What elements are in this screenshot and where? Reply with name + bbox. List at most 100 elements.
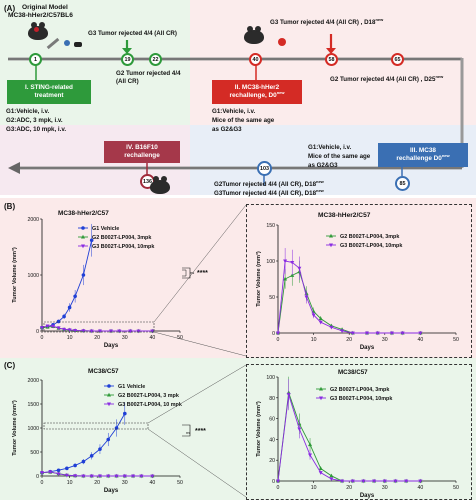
c-left-legend-label: G3 B002T-LP004, 10 mpk <box>118 402 182 408</box>
c-right-x-tick-label: 50 <box>453 485 459 491</box>
b-right-data-point <box>340 329 345 334</box>
timeline-node-85: 85 <box>395 176 410 191</box>
b-left-data-point <box>51 324 56 329</box>
b-left-data-point <box>81 273 86 277</box>
c-ns-label: ns <box>186 430 190 435</box>
c-left-data-point <box>98 447 102 451</box>
rechallenge-mc38-box: III. MC38 rechallenge D0new <box>378 143 468 167</box>
c-right-data-point <box>329 473 334 478</box>
rechallenge-b16f10-box: IV. B16F10 rechallenge <box>104 141 180 163</box>
mid-group-line2: Mice of the same age <box>212 117 275 124</box>
c-right-data-point <box>350 479 355 484</box>
b-right-x-tick-label: 10 <box>311 337 317 343</box>
b-right-data-point <box>297 266 302 271</box>
c-right-y-tick-label: 0 <box>272 479 275 485</box>
g2-rejected-right: G2 Tumor rejected 4/4 (All CR) , D25new <box>330 74 444 84</box>
groups-line2: G2:ADC, 3 mpk, i.v. <box>6 117 63 124</box>
c-stars-label: **** <box>195 428 206 435</box>
b-left-legend-marker <box>81 226 85 230</box>
rechallenge2-line2: rechallenge, D0new <box>229 90 285 100</box>
right-group-line1: G1:Vehicle, i.v. <box>308 144 352 151</box>
c-zoom-connector <box>147 428 247 498</box>
sting-treatment-box: I. STING-related treatment <box>7 80 91 104</box>
b-left-data-point <box>56 319 61 324</box>
bottom-rejected-line1: G2Tumor rejected 4/4 (All CR), D18new <box>214 179 324 189</box>
b-left-y-tick-label: 0 <box>36 329 39 335</box>
c-left-data-point <box>106 474 111 479</box>
c-right-y-tick-label: 100 <box>266 375 275 381</box>
b-left-data-point <box>89 238 94 243</box>
molecule-icon <box>64 40 70 46</box>
c-right-data-point <box>297 427 302 432</box>
c-right-data-point <box>393 479 398 484</box>
b-left-x-axis-label: Days <box>104 343 119 349</box>
timeline-node-1: 1 <box>29 53 42 66</box>
mouse-icon <box>28 22 48 40</box>
b-right-data-point <box>283 259 288 264</box>
c-zoom-region <box>43 422 149 430</box>
b-left-data-point <box>128 329 133 334</box>
panel-c-left-title: MC38/C57 <box>88 368 119 375</box>
c-left-data-point <box>89 474 94 479</box>
c-right-legend-label: G3 B002T-LP004, 10mpk <box>330 396 392 402</box>
b-right-y-axis-label: Tumor Volume (mm³) <box>255 251 262 307</box>
c-right-data-point <box>404 479 409 484</box>
b-left-data-point <box>62 314 66 319</box>
b-right-x-axis-label: Days <box>360 345 375 351</box>
g2-rejected-line1: G2 Tumor rejected 4/4 <box>116 70 181 77</box>
b-right-data-point <box>311 313 316 318</box>
top-timeline <box>8 57 464 174</box>
c-right-series-line <box>277 394 421 482</box>
c-right-x-tick-label: 20 <box>346 485 352 491</box>
panel-c-right-title: MC38/C57 <box>338 369 368 376</box>
g3-rejected-top: G3 Tumor rejected 4/4 (All CR) <box>88 30 177 37</box>
panel-b-left-title: MC38-hHer2/C57 <box>58 210 109 217</box>
b-left-y-tick-label: 2000 <box>27 217 39 223</box>
c-left-data-point <box>97 474 102 479</box>
tumor-cell-icon <box>278 38 286 46</box>
rechallenge2-line1: II. MC38-hHer2 <box>234 83 280 91</box>
panel-b-right-title: MC38-hHer2/C57 <box>318 212 371 219</box>
b-left-data-point <box>62 327 67 332</box>
right-group-line2: Mice of the same age <box>308 153 371 160</box>
rechallenge4-line2: rechallenge <box>124 152 160 159</box>
sting-box-line2: treatment <box>34 92 64 99</box>
b-right-legend-marker <box>329 233 333 238</box>
rechallenge-mc38-hher2-box: II. MC38-hHer2 rechallenge, D0new <box>212 80 302 104</box>
b-left-data-point <box>40 326 44 330</box>
c-left-data-point <box>48 470 53 475</box>
b-stars-label: **** <box>197 270 208 277</box>
sting-box-line1: I. STING-related <box>25 84 73 92</box>
c-right-legend-marker <box>319 386 323 391</box>
b-right-data-point <box>375 331 380 336</box>
c-left-data-point <box>81 474 86 479</box>
panel-a-label: (A) <box>4 4 16 13</box>
c-left-legend-marker <box>107 384 111 388</box>
b-right-y-tick-label: 100 <box>266 259 275 265</box>
c-left-y-tick-label: 1500 <box>27 402 39 408</box>
c-right-x-tick-label: 0 <box>277 485 280 491</box>
c-left-legend-label: G1 Vehicle <box>118 384 145 390</box>
c-left-data-point <box>114 474 119 479</box>
c-right-y-axis-label: Tumor Volume (mm³) <box>255 401 262 457</box>
b-left-data-point <box>117 329 122 334</box>
c-left-y-tick-label: 1000 <box>27 426 39 432</box>
c-left-data-point <box>81 459 86 464</box>
b-left-x-tick-label: 0 <box>41 335 44 341</box>
b-left-data-point <box>67 328 72 333</box>
b-left-legend-marker <box>81 244 85 249</box>
b-zoom-connector <box>153 204 247 323</box>
c-right-x-axis-label: Days <box>360 493 375 499</box>
b-left-data-point <box>73 328 78 333</box>
mid-group-line1: G1:Vehicle, i.v. <box>212 108 256 115</box>
c-left-x-tick-label: 50 <box>177 480 183 486</box>
b-right-legend-label: G2 B002T-LP004, 3mpk <box>340 234 399 240</box>
b-left-data-point <box>56 326 61 331</box>
b-left-legend-marker <box>81 234 85 239</box>
c-left-data-point <box>56 472 61 477</box>
b-left-data-point <box>97 329 102 334</box>
b-zoom-connector <box>153 331 247 357</box>
c-right-data-point <box>318 466 323 471</box>
c-left-data-point <box>139 474 144 479</box>
tumor-dot-icon <box>34 27 39 32</box>
